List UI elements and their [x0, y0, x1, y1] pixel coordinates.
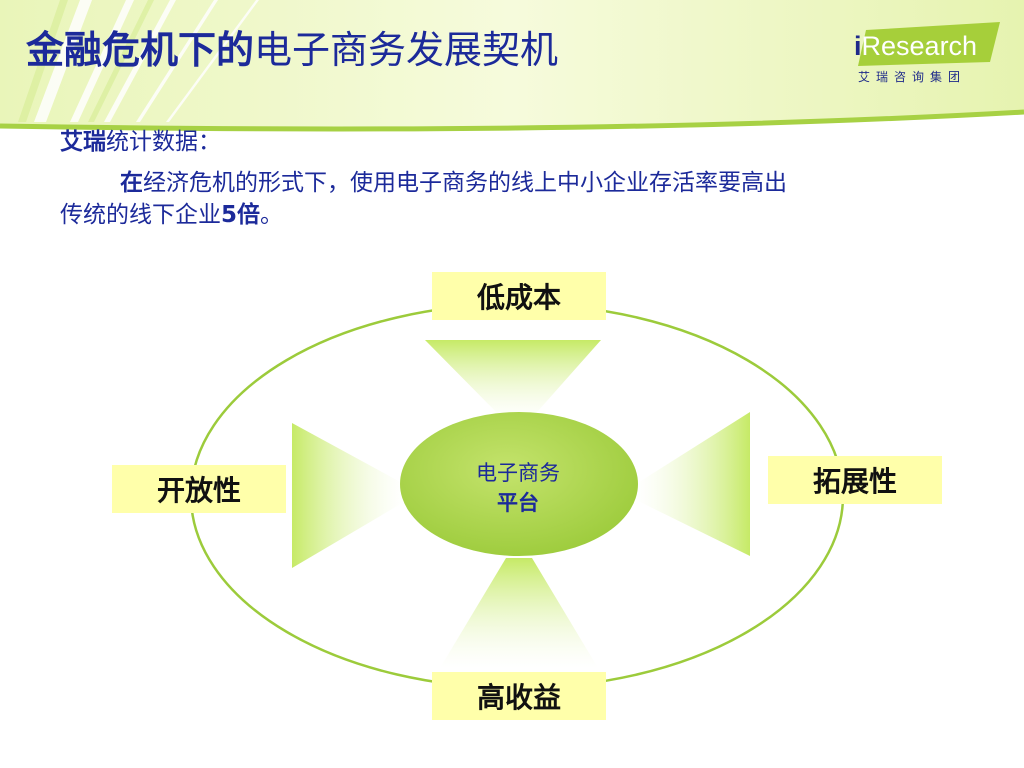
arrow-left: [292, 423, 404, 568]
node-scalability: 拓展性: [768, 456, 942, 504]
page-title: 金融危机下的电子商务发展契机: [26, 26, 558, 74]
stats-line-2: 传统的线下企业5倍。: [60, 199, 283, 231]
header-background: [0, 0, 1024, 132]
logo-research: Research: [861, 31, 978, 61]
stats-label-bold: 艾瑞: [60, 129, 106, 155]
arrow-right: [636, 412, 750, 556]
stats-line-1-start: 在: [120, 170, 143, 196]
logo-subtitle: 艾瑞咨询集团: [858, 70, 967, 84]
stats-line-2-start: 传统的线下企业: [60, 202, 221, 228]
title-bold-part: 金融危机下的: [26, 28, 255, 72]
center-platform: [400, 412, 638, 556]
stats-line-2-number: 5倍: [221, 202, 261, 228]
logo-wordmark: iResearch: [854, 30, 977, 62]
stats-line-1-rest: 经济危机的形式下，使用电子商务的线上中小企业存活率要高出: [143, 170, 787, 196]
stats-label-rest: 统计数据：: [106, 129, 221, 155]
iresearch-logo: iResearch 艾瑞咨询集团: [850, 22, 1000, 92]
node-high-return: 高收益: [432, 672, 606, 720]
arrow-top: [425, 340, 601, 420]
title-rest-part: 电子商务发展契机: [254, 28, 559, 72]
stats-line-2-end: 。: [260, 202, 284, 228]
center-label-line-2: 平台: [497, 491, 539, 515]
stats-label: 艾瑞统计数据：: [60, 126, 221, 158]
arrow-bottom: [440, 558, 598, 668]
logo-i: i: [854, 31, 862, 61]
node-openness: 开放性: [112, 465, 286, 513]
center-platform-label: 电子商务 平台: [440, 458, 596, 518]
node-low-cost: 低成本: [432, 272, 606, 320]
center-label-line-1: 电子商务: [476, 461, 560, 485]
stats-line-1: 在经济危机的形式下，使用电子商务的线上中小企业存活率要高出: [120, 167, 787, 199]
logo-swoosh-icon: [858, 22, 1000, 66]
